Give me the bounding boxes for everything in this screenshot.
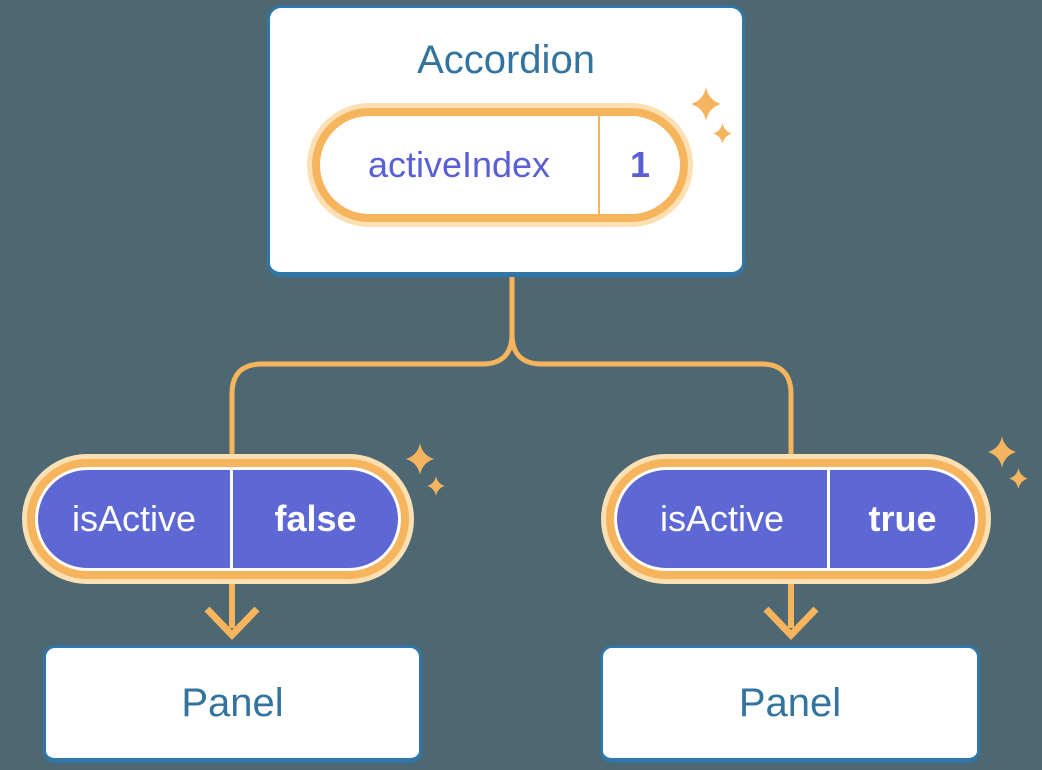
prop-value: false bbox=[274, 498, 357, 539]
panel-title: Panel bbox=[181, 681, 284, 725]
prop-name: isActive bbox=[659, 498, 785, 539]
sparkle-icon bbox=[713, 123, 732, 144]
prop-name: isActive bbox=[71, 498, 197, 539]
sparkle-icon bbox=[406, 443, 434, 475]
panel-card-right: Panel bbox=[600, 645, 980, 763]
arrow-down-icon bbox=[763, 576, 819, 641]
pill-divider bbox=[827, 470, 830, 568]
branch-line-right bbox=[509, 272, 794, 456]
arrow-down-icon bbox=[204, 576, 260, 641]
sparkle-icon bbox=[691, 87, 721, 121]
accordion-title: Accordion bbox=[417, 38, 595, 82]
prop-pill-right: isActive true bbox=[617, 470, 975, 568]
sparkle-icon bbox=[427, 476, 445, 496]
pill-divider bbox=[230, 470, 233, 568]
state-name: activeIndex bbox=[367, 144, 551, 185]
panel-title: Panel bbox=[738, 681, 842, 725]
panel-card-left: Panel bbox=[43, 645, 422, 763]
state-value: 1 bbox=[629, 144, 651, 185]
state-pill: activeIndex 1 bbox=[320, 116, 680, 214]
sparkle-icon bbox=[1009, 468, 1028, 489]
prop-value: true bbox=[868, 498, 937, 539]
pill-divider bbox=[598, 116, 600, 214]
branch-line-left bbox=[229, 272, 515, 456]
prop-pill-left: isActive false bbox=[38, 470, 398, 568]
sparkle-icon bbox=[988, 436, 1016, 468]
